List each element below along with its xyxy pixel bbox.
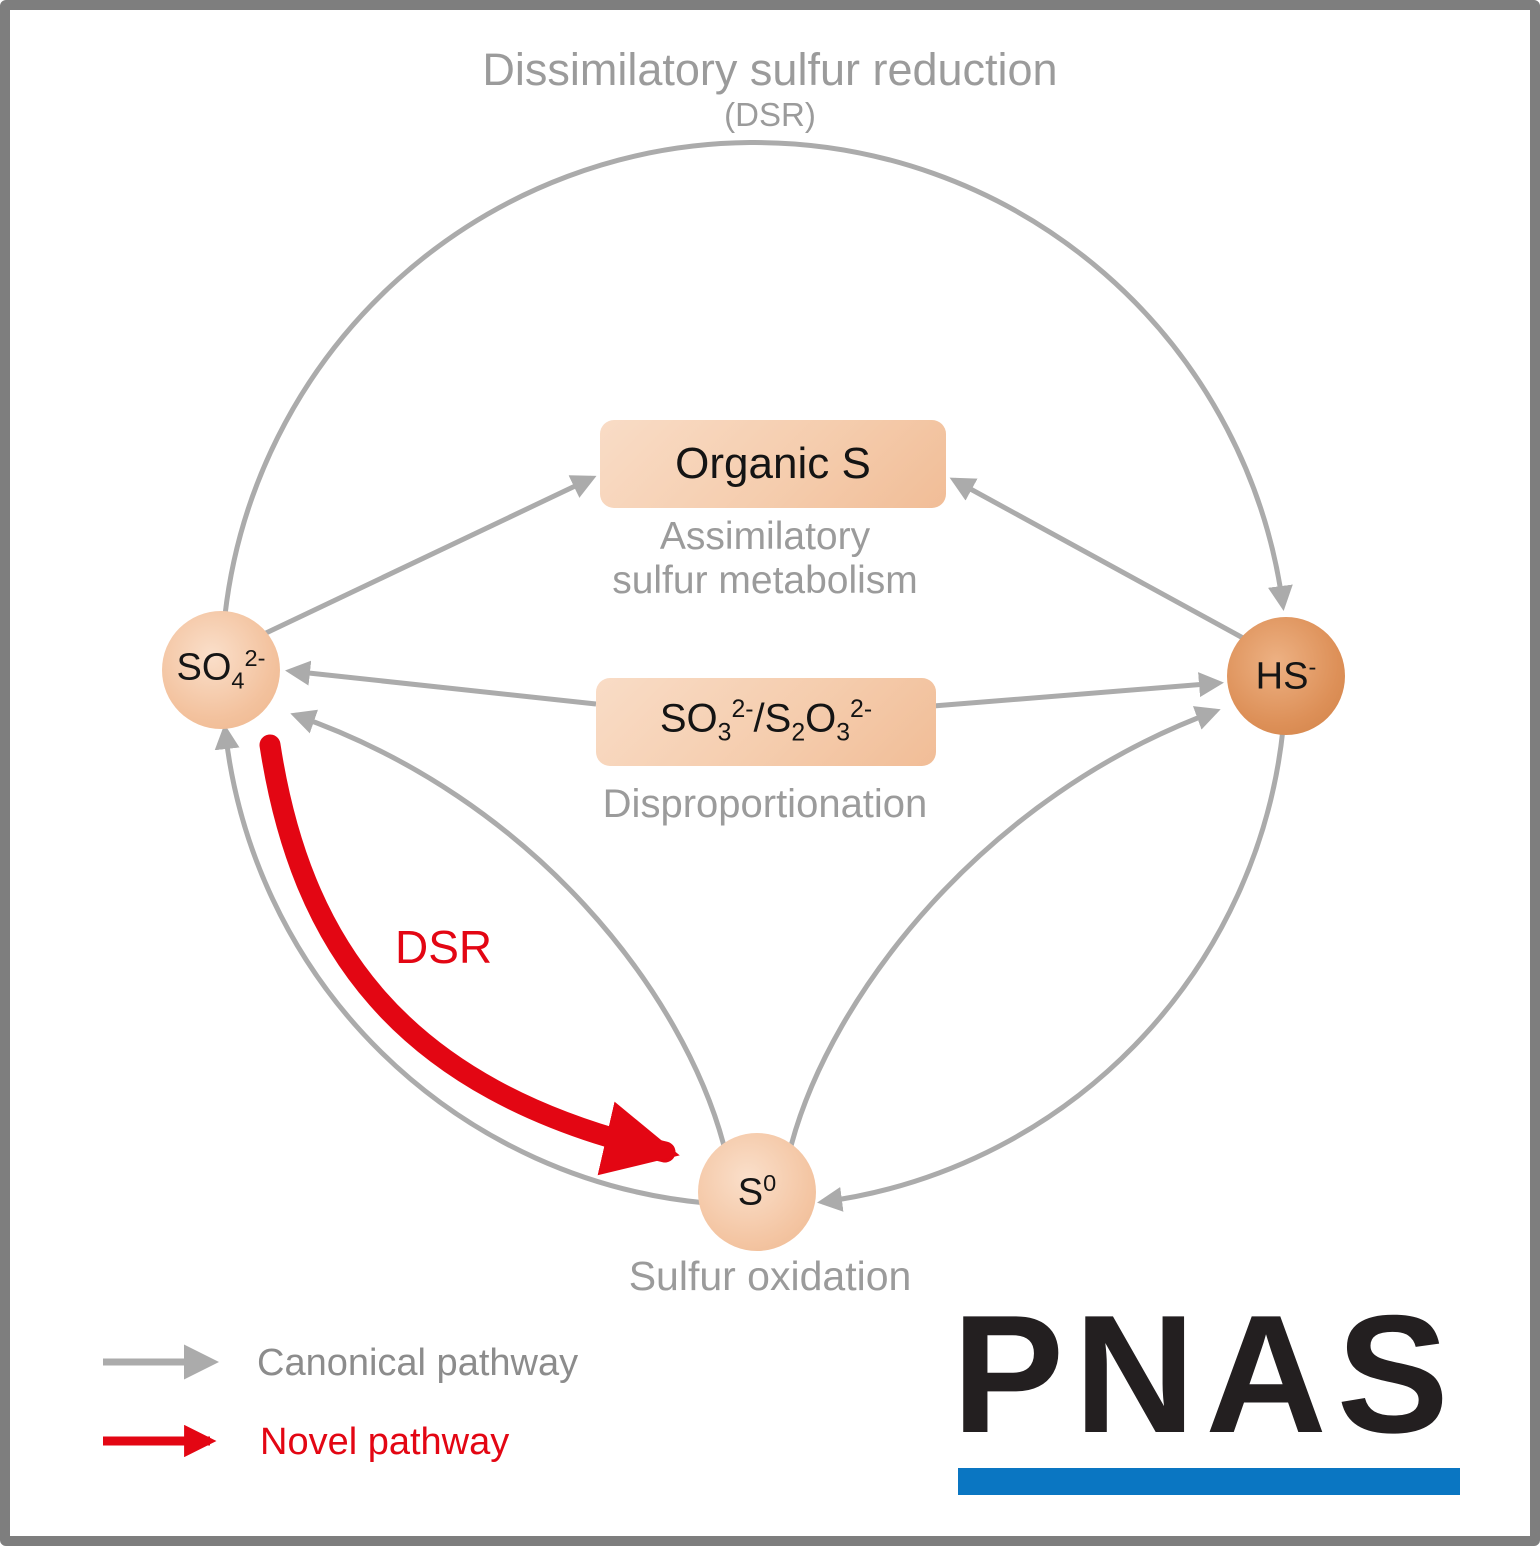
elemental-sulfur-base: S — [737, 1171, 764, 1214]
sulfite-thiosulfate-box: SO32-/S2O32- — [596, 678, 936, 766]
sulfite-seg1-sub: 3 — [717, 719, 732, 747]
diagram-arrows-layer — [103, 140, 1293, 1458]
legend-novel-label: Novel pathway — [260, 1421, 510, 1463]
arc-dsr-sulfate-to-sulfide — [222, 140, 1293, 616]
arrow-disproportionation-to-sulfate — [285, 660, 597, 707]
arrow-assimilatory-from-sulfide — [949, 477, 1245, 641]
organic-s-label: Organic S — [675, 439, 871, 488]
assimilatory-line2: sulfur metabolism — [612, 558, 918, 602]
sulfate-sub: 4 — [231, 667, 245, 694]
arrow-novel-dsr-sulfate-to-s0 — [259, 734, 680, 1176]
assimilatory-line1: Assimilatory — [659, 515, 871, 558]
sulfide-base: HS — [1255, 655, 1309, 698]
sulfide-node: HS- — [1227, 617, 1345, 735]
sulfate-sup: 2- — [244, 645, 266, 672]
arc-oxidation-s0-to-sulfate — [214, 724, 707, 1206]
organic-s-box: Organic S — [600, 420, 946, 508]
curve-s0-disproportionation-to-sulfide — [788, 706, 1221, 1147]
diagram-title: Dissimilatory sulfur reduction — [482, 44, 1058, 95]
sulfite-seg1-sup: 2- — [731, 696, 754, 724]
arrow-disproportionation-to-sulfide — [932, 672, 1224, 709]
sulfide-sup: - — [1308, 653, 1317, 680]
sulfite-seg2: /S — [753, 696, 792, 741]
dsr-arrow-label: DSR — [395, 921, 493, 973]
legend-canonical-label: Canonical pathway — [257, 1342, 579, 1384]
elemental-sulfur-node: S0 — [698, 1133, 816, 1251]
elemental-sulfur-sup: 0 — [763, 1169, 777, 1196]
arrow-assimilatory-from-sulfate — [264, 475, 597, 636]
assimilatory-metabolism-label: Assimilatory sulfur metabolism — [485, 515, 1045, 602]
sulfite-seg2-sub: 2 — [791, 719, 806, 747]
sulfite-seg3: O — [805, 696, 837, 741]
sulfate-base: SO — [176, 647, 232, 690]
elemental-sulfur-formula: S0 — [738, 1170, 776, 1215]
disproportionation-label: Disproportionation — [602, 782, 928, 826]
sulfate-node: SO42- — [162, 611, 280, 729]
sulfite-seg1: SO — [659, 696, 718, 741]
sulfite-seg3-sup: 2- — [850, 696, 873, 724]
pnas-logo: PNAS — [952, 1280, 1459, 1468]
sulfite-formula: SO32-/S2O32- — [660, 696, 872, 747]
sulfur-oxidation-label: Sulfur oxidation — [628, 1253, 912, 1299]
sulfate-formula: SO42- — [177, 645, 266, 694]
pnas-logo-bar — [958, 1468, 1460, 1495]
sulfite-seg3-sub: 3 — [836, 719, 851, 747]
diagram-title-abbreviation: (DSR) — [724, 96, 816, 133]
arc-oxidation-sulfide-to-s0 — [817, 728, 1286, 1212]
sulfide-formula: HS- — [1256, 654, 1317, 699]
curve-s0-disproportionation-to-sulfate — [290, 709, 727, 1147]
